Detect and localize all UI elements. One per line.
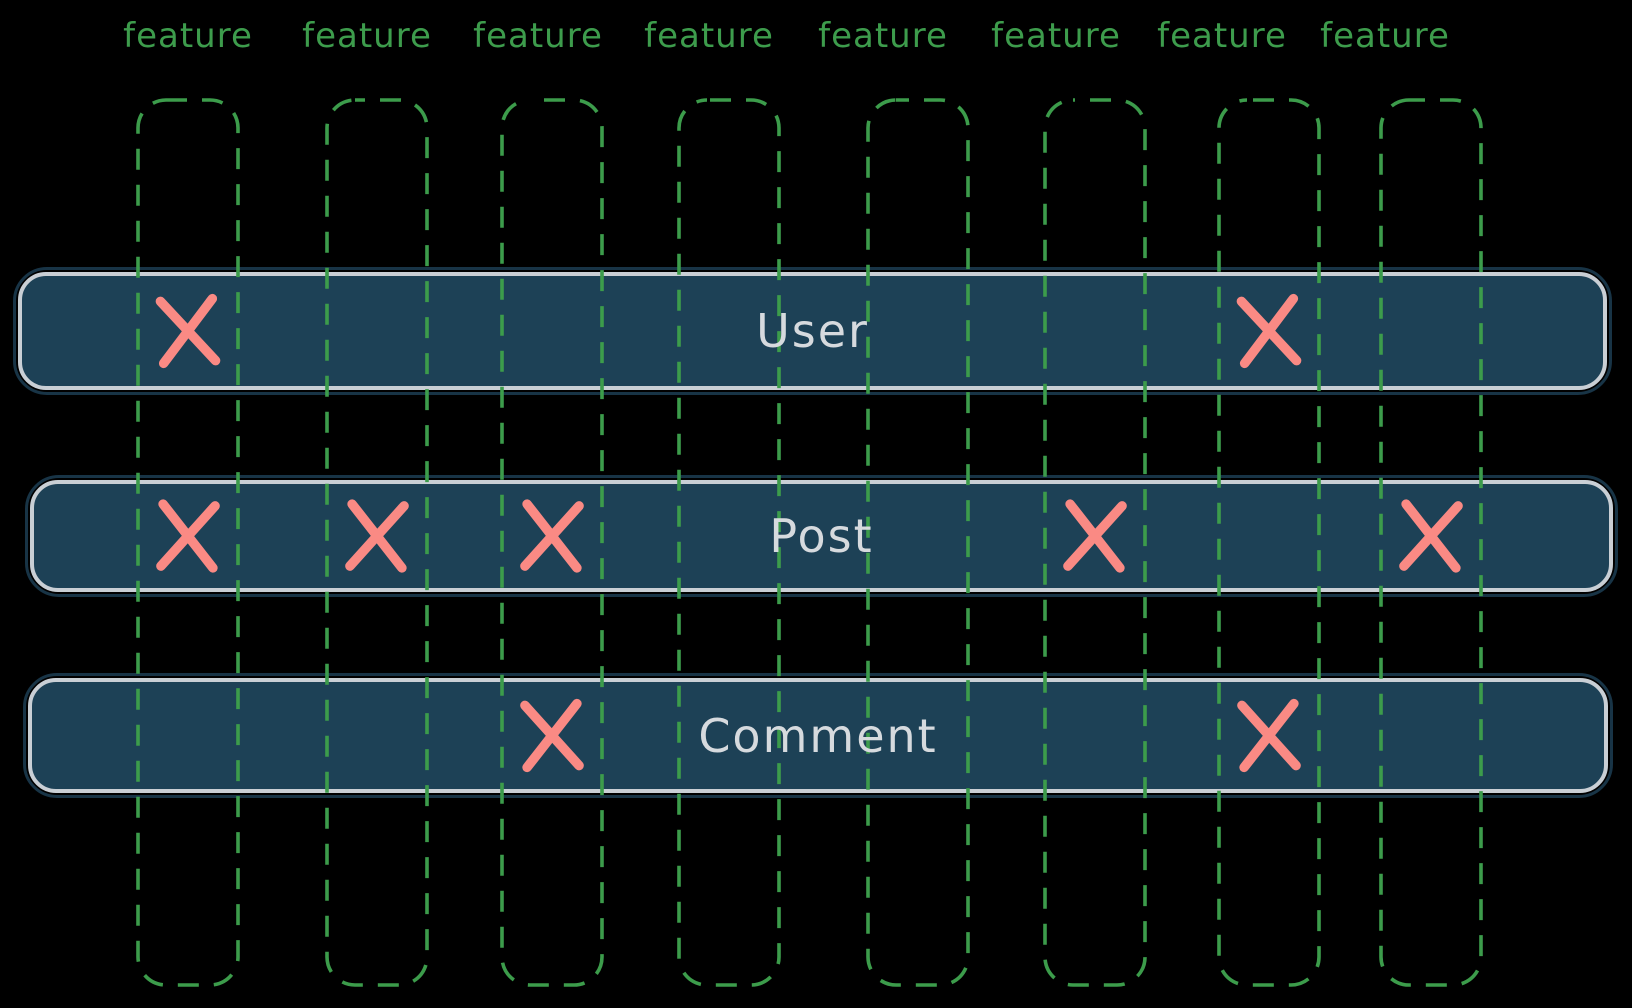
entity-label-post: Post	[769, 509, 874, 563]
feature-column-label: feature	[473, 16, 603, 56]
feature-column-label: feature	[644, 16, 774, 56]
feature-column-label: feature	[818, 16, 948, 56]
feature-column-label: feature	[123, 16, 253, 56]
feature-column-label: feature	[302, 16, 432, 56]
entity-label-user: User	[756, 304, 869, 358]
entity-label-comment: Comment	[698, 708, 938, 763]
feature-column-label: feature	[1320, 16, 1450, 56]
feature-column-label: feature	[991, 16, 1121, 56]
feature-column-label: feature	[1157, 16, 1287, 56]
